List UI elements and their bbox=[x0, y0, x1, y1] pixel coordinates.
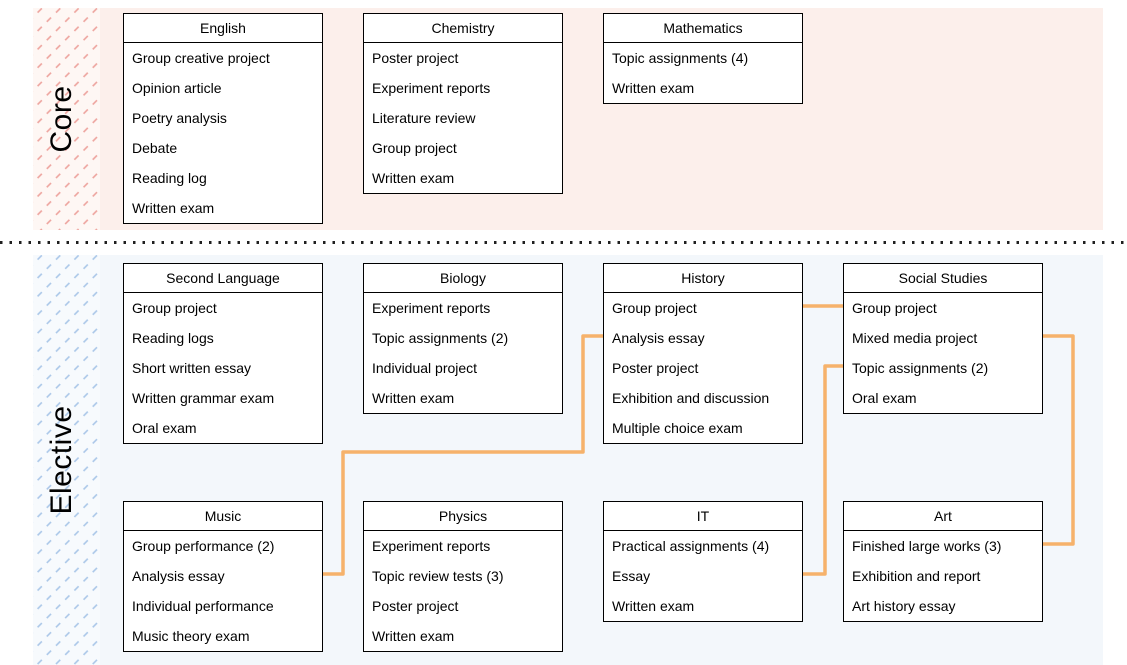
box-item-english-poetry-analysis: Poetry analysis bbox=[132, 110, 227, 126]
box-title-it: IT bbox=[604, 502, 802, 531]
box-item-history-exhibition-and-discussion: Exhibition and discussion bbox=[612, 390, 770, 406]
box-item-chemistry-poster-project: Poster project bbox=[372, 50, 459, 66]
box-title-mathematics: Mathematics bbox=[604, 14, 802, 43]
box-item-chemistry-experiment-reports: Experiment reports bbox=[372, 80, 491, 96]
box-item-second-language-oral-exam: Oral exam bbox=[132, 420, 197, 436]
box-item-chemistry-written-exam: Written exam bbox=[372, 170, 455, 186]
box-item-music-individual-performance: Individual performance bbox=[132, 598, 274, 614]
box-item-it-practical-assignments-4: Practical assignments (4) bbox=[612, 538, 770, 554]
box-item-english-opinion-article: Opinion article bbox=[132, 80, 222, 96]
box-title-history: History bbox=[604, 264, 802, 293]
box-item-english-debate: Debate bbox=[132, 140, 178, 156]
box-item-history-multiple-choice-exam: Multiple choice exam bbox=[612, 420, 743, 436]
box-item-art-art-history-essay: Art history essay bbox=[852, 598, 956, 614]
box-item-social-studies-topic-assignments-2: Topic assignments (2) bbox=[852, 360, 989, 376]
box-item-physics-written-exam: Written exam bbox=[372, 628, 455, 644]
box-item-it-essay: Essay bbox=[612, 568, 651, 584]
box-item-history-poster-project: Poster project bbox=[612, 360, 699, 376]
box-title-music: Music bbox=[124, 502, 322, 531]
box-item-mathematics-topic-assignments-4: Topic assignments (4) bbox=[612, 50, 749, 66]
box-title-second-language: Second Language bbox=[124, 264, 322, 293]
box-item-second-language-reading-logs: Reading logs bbox=[132, 330, 214, 346]
box-item-it-written-exam: Written exam bbox=[612, 598, 695, 614]
box-item-history-analysis-essay: Analysis essay bbox=[612, 330, 705, 346]
box-item-social-studies-mixed-media-project: Mixed media project bbox=[852, 330, 978, 346]
box-item-physics-topic-review-tests-3: Topic review tests (3) bbox=[372, 568, 504, 584]
box-item-physics-poster-project: Poster project bbox=[372, 598, 459, 614]
box-item-biology-individual-project: Individual project bbox=[372, 360, 478, 376]
box-item-mathematics-written-exam: Written exam bbox=[612, 80, 695, 96]
box-item-second-language-group-project: Group project bbox=[132, 300, 217, 316]
box-item-social-studies-group-project: Group project bbox=[852, 300, 937, 316]
box-item-art-finished-large-works-3: Finished large works (3) bbox=[852, 538, 1002, 554]
box-item-history-group-project: Group project bbox=[612, 300, 697, 316]
box-item-biology-written-exam: Written exam bbox=[372, 390, 455, 406]
box-item-music-music-theory-exam: Music theory exam bbox=[132, 628, 250, 644]
section-label-elective: Elective bbox=[45, 405, 78, 515]
box-item-art-exhibition-and-report: Exhibition and report bbox=[852, 568, 981, 584]
box-title-chemistry: Chemistry bbox=[364, 14, 562, 43]
box-item-chemistry-literature-review: Literature review bbox=[372, 110, 476, 126]
box-title-english: English bbox=[124, 14, 322, 43]
box-item-physics-experiment-reports: Experiment reports bbox=[372, 538, 491, 554]
box-item-english-group-creative-project: Group creative project bbox=[132, 50, 270, 66]
box-item-social-studies-oral-exam: Oral exam bbox=[852, 390, 917, 406]
box-item-music-group-performance-2: Group performance (2) bbox=[132, 538, 275, 554]
box-title-physics: Physics bbox=[364, 502, 562, 531]
box-title-social-studies: Social Studies bbox=[844, 264, 1042, 293]
box-item-english-written-exam: Written exam bbox=[132, 200, 215, 216]
box-title-biology: Biology bbox=[364, 264, 562, 293]
section-label-core: Core bbox=[45, 85, 78, 153]
box-item-biology-experiment-reports: Experiment reports bbox=[372, 300, 491, 316]
elective-hatch-stripe-icon bbox=[33, 255, 100, 665]
box-item-english-reading-log: Reading log bbox=[132, 170, 207, 186]
section-divider bbox=[0, 241, 1127, 244]
box-item-second-language-written-grammar-exam: Written grammar exam bbox=[132, 390, 275, 406]
box-item-second-language-short-written-essay: Short written essay bbox=[132, 360, 252, 376]
core-hatch-stripe-icon bbox=[33, 8, 100, 230]
box-item-biology-topic-assignments-2: Topic assignments (2) bbox=[372, 330, 509, 346]
box-title-art: Art bbox=[844, 502, 1042, 531]
box-item-music-analysis-essay: Analysis essay bbox=[132, 568, 225, 584]
box-item-chemistry-group-project: Group project bbox=[372, 140, 457, 156]
